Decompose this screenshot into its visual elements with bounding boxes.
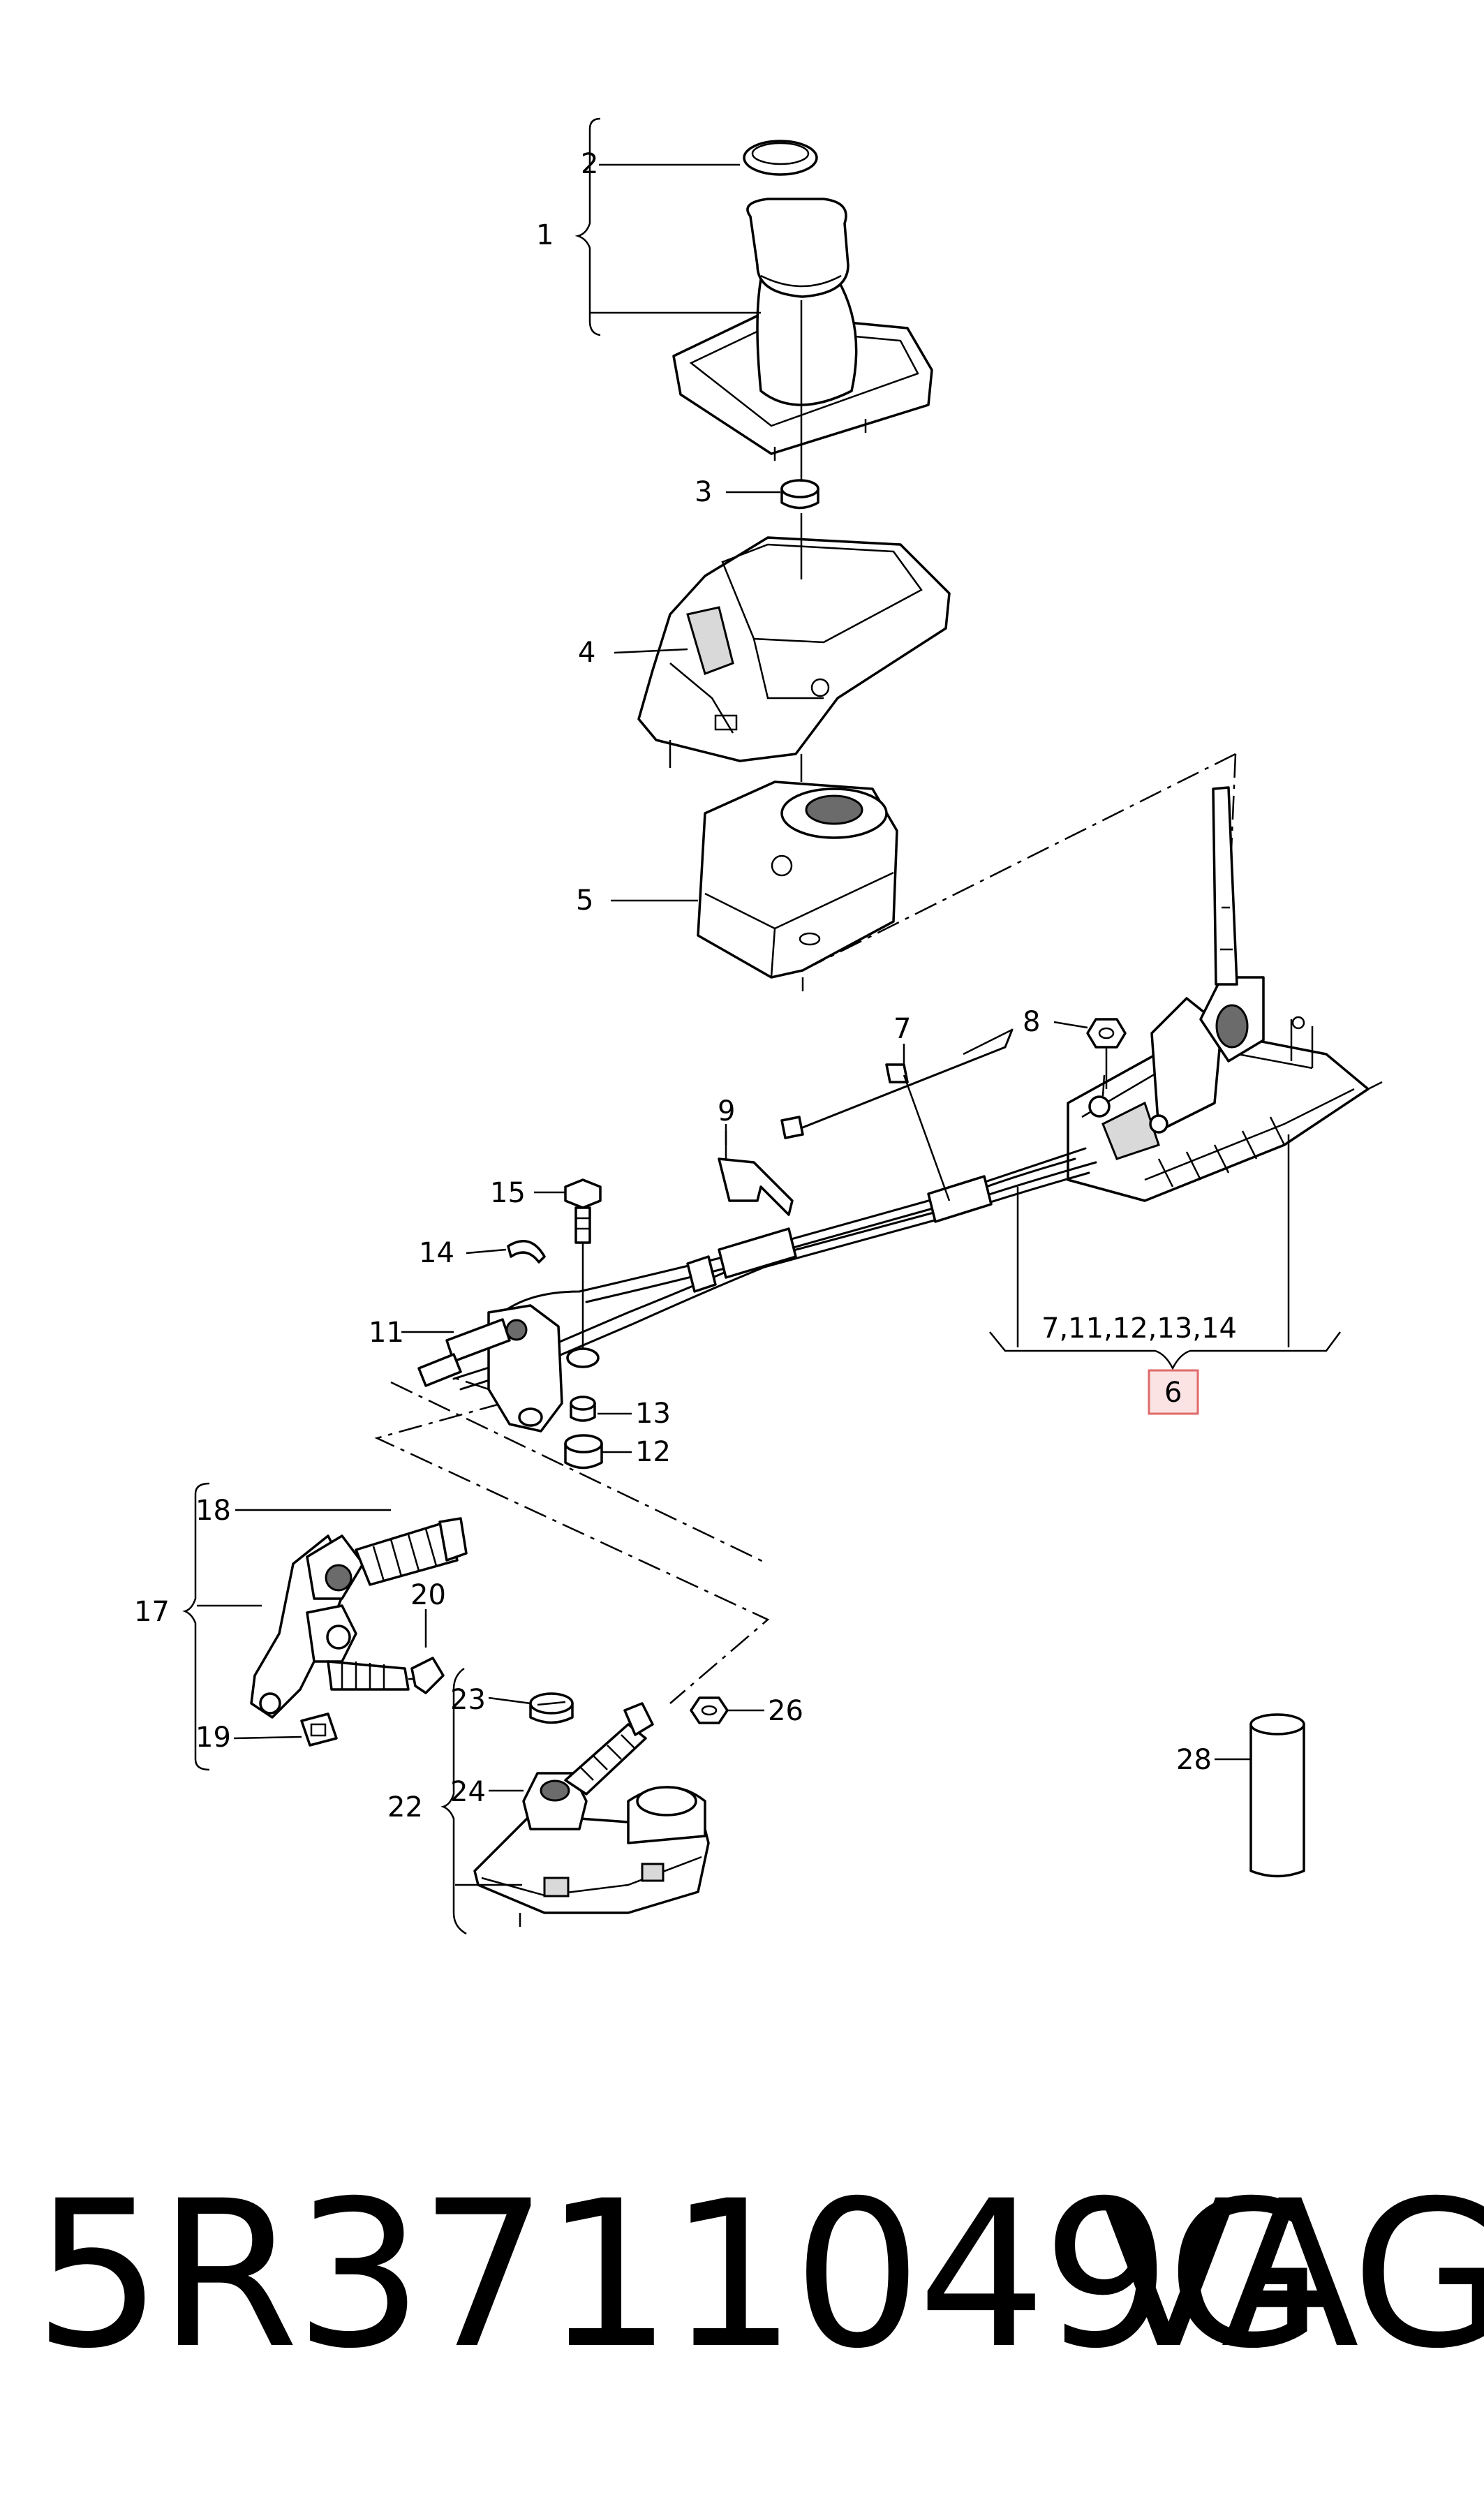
callout-4[interactable]: 4 [578, 637, 595, 669]
callout-20[interactable]: 20 [410, 1579, 446, 1611]
callout-26[interactable]: 26 [768, 1695, 803, 1727]
part-11-bracket [417, 1304, 563, 1433]
callout-6[interactable]: 6 [1164, 1377, 1182, 1409]
part-9-clip [718, 1131, 794, 1216]
callout-7[interactable]: 7 [893, 1013, 911, 1045]
part-23-pin [529, 1692, 574, 1724]
callout-15[interactable]: 15 [490, 1177, 526, 1209]
callout-5[interactable]: 5 [576, 885, 593, 917]
callout-13[interactable]: 13 [635, 1398, 671, 1430]
part-7-cable-tie [780, 1028, 1014, 1201]
callout-8[interactable]: 8 [1023, 1006, 1040, 1038]
callout-12[interactable]: 12 [635, 1436, 671, 1468]
part-13-bush [566, 1347, 600, 1422]
callout-9[interactable]: 9 [718, 1095, 735, 1127]
part-22-cable-end [564, 1702, 654, 1796]
callout-2[interactable]: 2 [581, 148, 598, 180]
part-number: 5R3711049G [34, 2158, 1323, 2393]
brand-name: VAG [1099, 2158, 1484, 2393]
part-18-cable-end [306, 1517, 468, 1600]
part-26-nut [690, 1696, 729, 1724]
callout-24[interactable]: 24 [450, 1776, 486, 1808]
part-22-bracket [473, 1772, 710, 1927]
part-6-shifter-mechanism [1067, 786, 1383, 1202]
callout-14[interactable]: 14 [419, 1237, 454, 1269]
part-6-highlight-box[interactable] [1148, 1369, 1199, 1415]
part-12-bush [564, 1434, 603, 1470]
footer: 5R3711049G VAG [0, 2171, 1484, 2381]
part-28-cylinder [1249, 1713, 1305, 1878]
callout-18[interactable]: 18 [195, 1495, 231, 1527]
part-5-lower-housing [697, 780, 898, 979]
part-2-cap [743, 140, 818, 176]
callout-28[interactable]: 28 [1176, 1744, 1212, 1776]
part-15-bolt [564, 1178, 602, 1354]
part-20-bush [410, 1657, 445, 1694]
callout-11[interactable]: 11 [369, 1317, 404, 1349]
callout-17[interactable]: 17 [134, 1596, 170, 1628]
part-19-clip [300, 1712, 338, 1747]
callout-19[interactable]: 19 [195, 1722, 231, 1754]
part-14-clip [507, 1240, 546, 1264]
part-8-nut [1086, 1018, 1127, 1089]
shift-cables [452, 1147, 1097, 1391]
callout-3[interactable]: 3 [695, 476, 712, 508]
callout-23[interactable]: 23 [450, 1684, 486, 1716]
callout-22[interactable]: 22 [387, 1791, 423, 1823]
part-3-bush [780, 479, 819, 510]
part-4-housing [637, 536, 951, 768]
callout-1[interactable]: 1 [536, 219, 554, 251]
part-1-gear-knob [672, 198, 933, 461]
callout-group-6: 7,11,12,13,14 [1041, 1312, 1237, 1345]
